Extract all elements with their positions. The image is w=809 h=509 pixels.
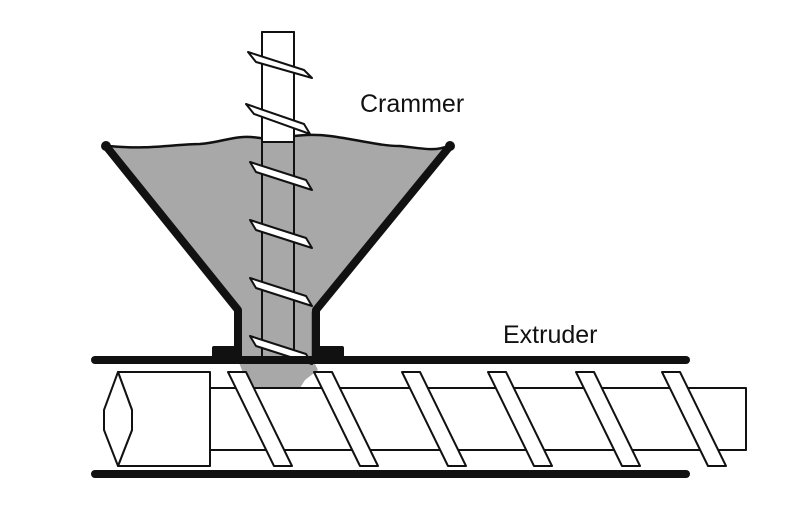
extruder-flight xyxy=(227,371,293,467)
crammer-screw xyxy=(245,31,313,365)
feed-material xyxy=(238,360,318,390)
feed-throat-flange-right xyxy=(314,346,344,358)
crammer-flight xyxy=(249,277,313,307)
crammer-flight xyxy=(249,219,313,249)
hopper-right-lip xyxy=(445,141,455,151)
crammer-flight xyxy=(249,161,313,191)
crammer-flight xyxy=(247,51,313,79)
feed-throat-flange-left xyxy=(212,346,242,358)
extruder-flight xyxy=(661,371,727,467)
extruder-screw xyxy=(103,371,747,467)
crammer-label: Crammer xyxy=(360,90,465,118)
extruder-shaft xyxy=(209,387,747,451)
hopper-material xyxy=(105,133,449,362)
extruder-flight xyxy=(575,371,641,467)
extruder-flight xyxy=(401,371,467,467)
crammer-flight xyxy=(245,103,311,135)
extruder-flight xyxy=(487,371,553,467)
hopper-left-lip xyxy=(101,141,111,151)
extruder-screw-tip-face xyxy=(103,371,133,467)
extruder-label: Extruder xyxy=(503,321,598,349)
extruder-flight xyxy=(313,371,379,467)
